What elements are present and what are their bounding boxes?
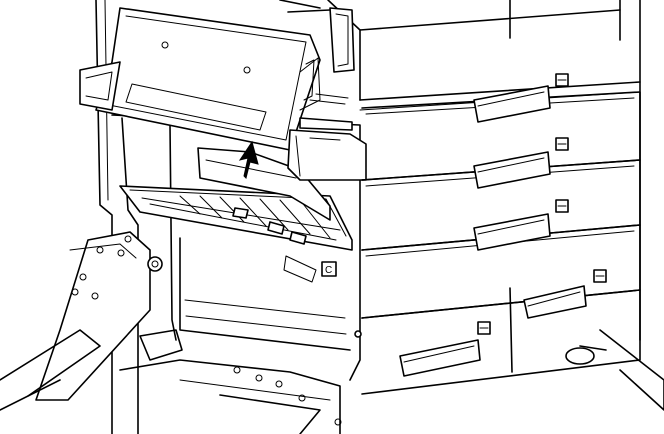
fuser-unit [287,93,367,181]
cover-label-c: C [321,261,337,277]
arrow-up-icon [238,140,259,179]
cover-tab [283,255,317,283]
paper-tray-3 [361,199,641,319]
lower-cabinet [361,269,664,411]
paper-guide [119,147,353,251]
cover-label-text: C [325,265,332,276]
printer-stand [0,0,342,434]
open-top-cover [79,7,321,151]
